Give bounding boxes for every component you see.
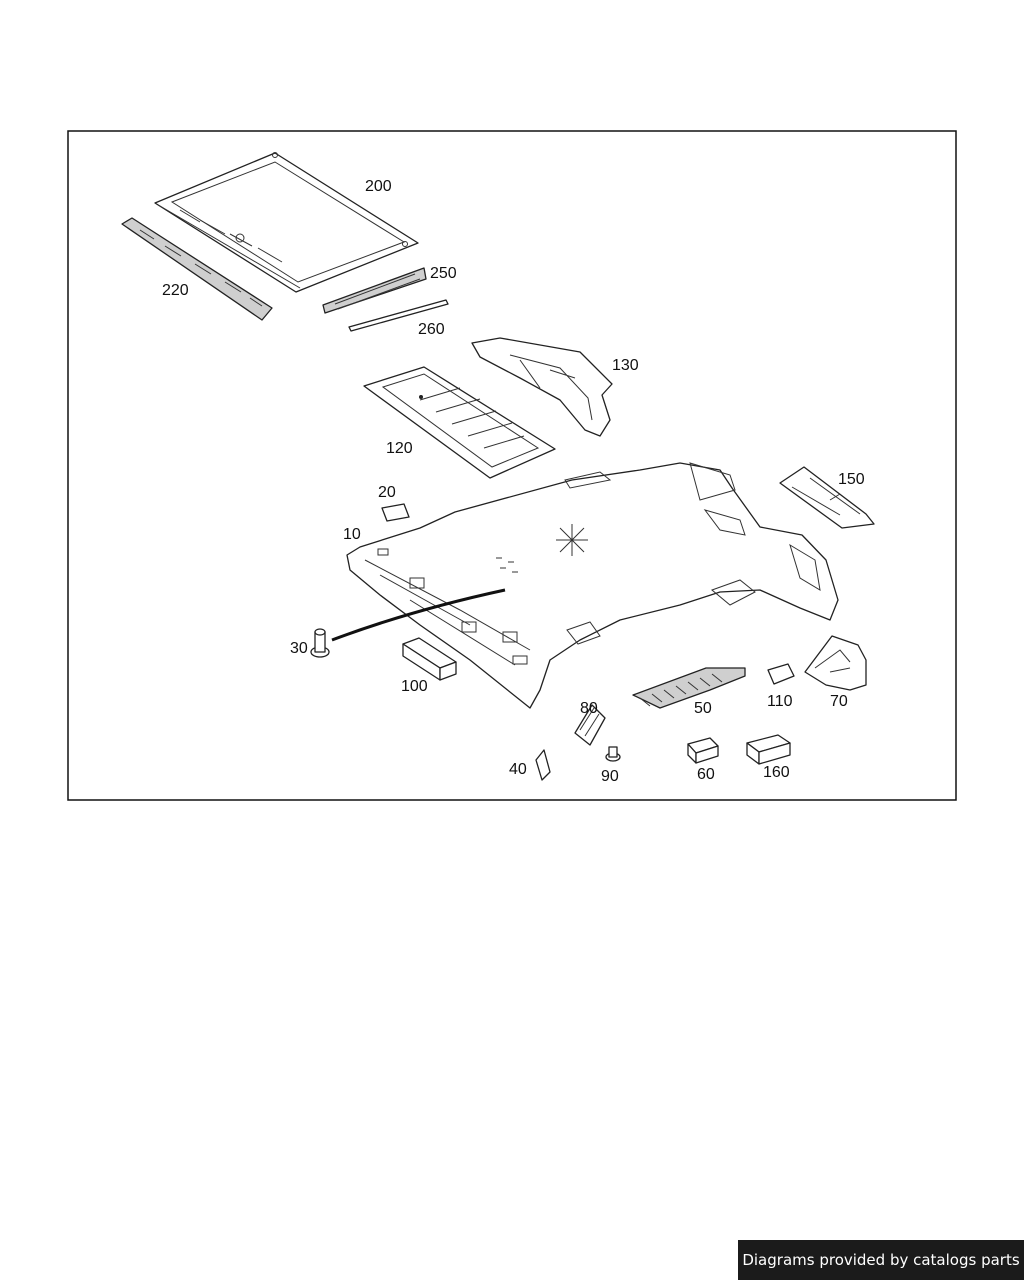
callout-110[interactable]: 110 [767,693,793,710]
part-160-block[interactable] [746,734,791,765]
diagram-frame [67,130,957,801]
callout-40[interactable]: 40 [509,761,527,778]
callout-80[interactable]: 80 [580,700,598,717]
part-250-rear-strip[interactable] [322,267,427,314]
callout-130[interactable]: 130 [612,357,639,374]
callout-70[interactable]: 70 [830,693,848,710]
part-110-foam[interactable] [767,663,795,685]
callout-10[interactable]: 10 [343,526,361,543]
part-130-rear-bracket[interactable] [471,337,613,437]
callout-200[interactable]: 200 [365,178,392,195]
part-60-cube[interactable] [687,737,719,764]
part-90-cap[interactable] [605,746,621,762]
part-40-clip[interactable] [535,749,551,781]
callout-60[interactable]: 60 [697,766,715,783]
part-80-switch[interactable] [574,704,606,746]
part-220-front-rail[interactable] [121,217,273,321]
callout-250[interactable]: 250 [430,265,457,282]
part-200-roof-frame[interactable] [154,152,419,293]
part-150-rear-console[interactable] [779,466,875,529]
part-120-insulation-mat[interactable] [363,366,556,479]
part-100-foam-block[interactable] [402,637,457,681]
part-10-headliner[interactable] [346,462,839,709]
callout-120[interactable]: 120 [386,440,413,457]
callout-20[interactable]: 20 [378,484,396,501]
part-70-corner-block[interactable] [804,635,867,691]
part-50-cable-duct[interactable] [632,667,746,709]
callout-100[interactable]: 100 [401,678,428,695]
part-20-pad[interactable] [381,503,410,522]
callout-260[interactable]: 260 [418,321,445,338]
footer-credit-badge: Diagrams provided by catalogs parts [738,1240,1024,1280]
callout-50[interactable]: 50 [694,700,712,717]
callout-150[interactable]: 150 [838,471,865,488]
part-30-clip-cable[interactable] [310,588,506,658]
footer-credit-text: Diagrams provided by catalogs parts [742,1251,1020,1269]
callout-90[interactable]: 90 [601,768,619,785]
callout-160[interactable]: 160 [763,764,790,781]
part-260-seal-strip[interactable] [348,299,449,332]
callout-220[interactable]: 220 [162,282,189,299]
callout-30[interactable]: 30 [290,640,308,657]
